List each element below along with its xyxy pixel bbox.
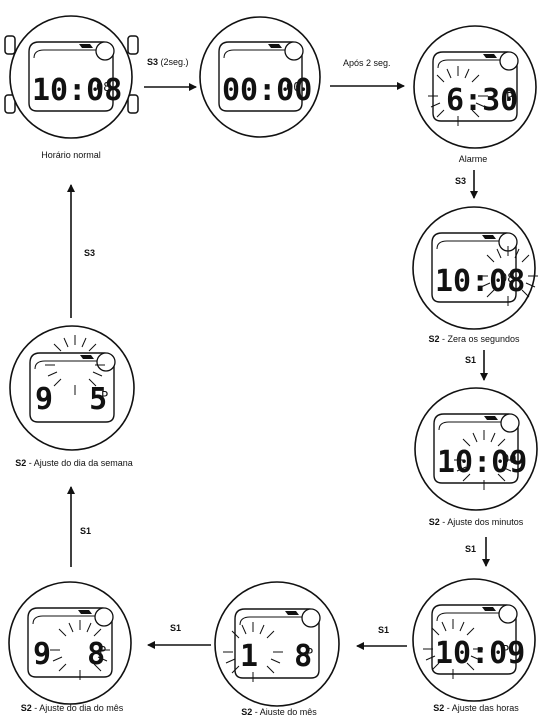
watch-day-of-month-digits: 9 8 <box>33 637 105 672</box>
svg-text:S1: S1 <box>378 625 389 635</box>
svg-text:S1: S1 <box>170 623 181 633</box>
caption-hours: S2 - Ajuste das horas <box>433 703 519 713</box>
watch-weekday-small: P <box>101 389 108 403</box>
arrow-minutes-to-hours: S1 <box>465 537 490 567</box>
watch-weekday: 9 5 P <box>9 325 135 451</box>
svg-text:S1: S1 <box>80 526 91 536</box>
watch-hours-small: P <box>502 643 509 657</box>
watch-timer-small: 00 <box>286 80 300 94</box>
watch-zero-seconds: 10:08 08 <box>412 206 538 330</box>
watch-hours-digits: 10:09 <box>435 636 525 671</box>
arrow-day-to-weekday: S1 <box>67 486 91 567</box>
watch-normal: 10:08 08 <box>4 15 139 139</box>
caption-normal: Horário normal <box>41 150 101 160</box>
watch-month: 1 8 P <box>214 581 340 707</box>
watch-alarm: 6:30 P <box>413 25 537 149</box>
arrow-month-to-day: S1 <box>147 623 211 649</box>
watch-zero-seconds-digits: 10:08 <box>435 264 525 299</box>
watch-normal-small: 08 <box>96 80 110 94</box>
watch-timer: 00:00 00 <box>199 16 321 138</box>
watch-zero-seconds-small: 08 <box>500 271 514 285</box>
caption-alarm: Alarme <box>459 154 488 164</box>
watch-timer-digits: 00:00 <box>222 73 312 108</box>
arrow-alarm-to-zero: S3 <box>455 170 478 199</box>
caption-zero-seconds: S2 - Zera os segundos <box>428 334 520 344</box>
caption-weekday: S2 - Ajuste do dia da semana <box>15 458 133 468</box>
watch-minutes-digits: 10:09 <box>437 445 527 480</box>
watch-minutes: 10:09 00 <box>414 387 538 511</box>
svg-text:S3 (2seg.): S3 (2seg.) <box>147 57 189 67</box>
watch-weekday-digits: 9 5 <box>35 382 107 417</box>
svg-text:S1: S1 <box>465 355 476 365</box>
svg-text:S3: S3 <box>84 248 95 258</box>
watch-alarm-small: P <box>506 90 513 104</box>
svg-text:Após 2 seg.: Após 2 seg. <box>343 58 391 68</box>
watch-alarm-digits: 6:30 <box>446 83 518 118</box>
caption-month: S2 - Ajuste do mês <box>241 707 317 715</box>
arrow-weekday-to-normal: S3 <box>67 184 95 318</box>
caption-minutes: S2 - Ajuste dos minutos <box>429 517 524 527</box>
watch-day-of-month: 9 8 P <box>8 581 132 705</box>
watch-minutes-small: 00 <box>502 452 516 466</box>
watch-hours: 10:09 P <box>412 578 536 702</box>
svg-text:S1: S1 <box>465 544 476 554</box>
watch-month-small: P <box>306 646 313 660</box>
arrow-zero-to-minutes: S1 <box>465 350 488 381</box>
caption-day-of-month: S2 - Ajuste do dia do mês <box>21 703 124 713</box>
arrow-hours-to-month: S1 <box>356 625 407 650</box>
arrow-timer-to-alarm: Após 2 seg. <box>330 58 405 90</box>
svg-text:S3: S3 <box>455 176 466 186</box>
watch-normal-digits: 10:08 <box>32 73 122 108</box>
watch-month-digits: 1 8 <box>240 639 312 674</box>
arrow-normal-to-timer: S3 (2seg.) <box>144 57 197 91</box>
watch-day-of-month-small: P <box>99 644 106 658</box>
